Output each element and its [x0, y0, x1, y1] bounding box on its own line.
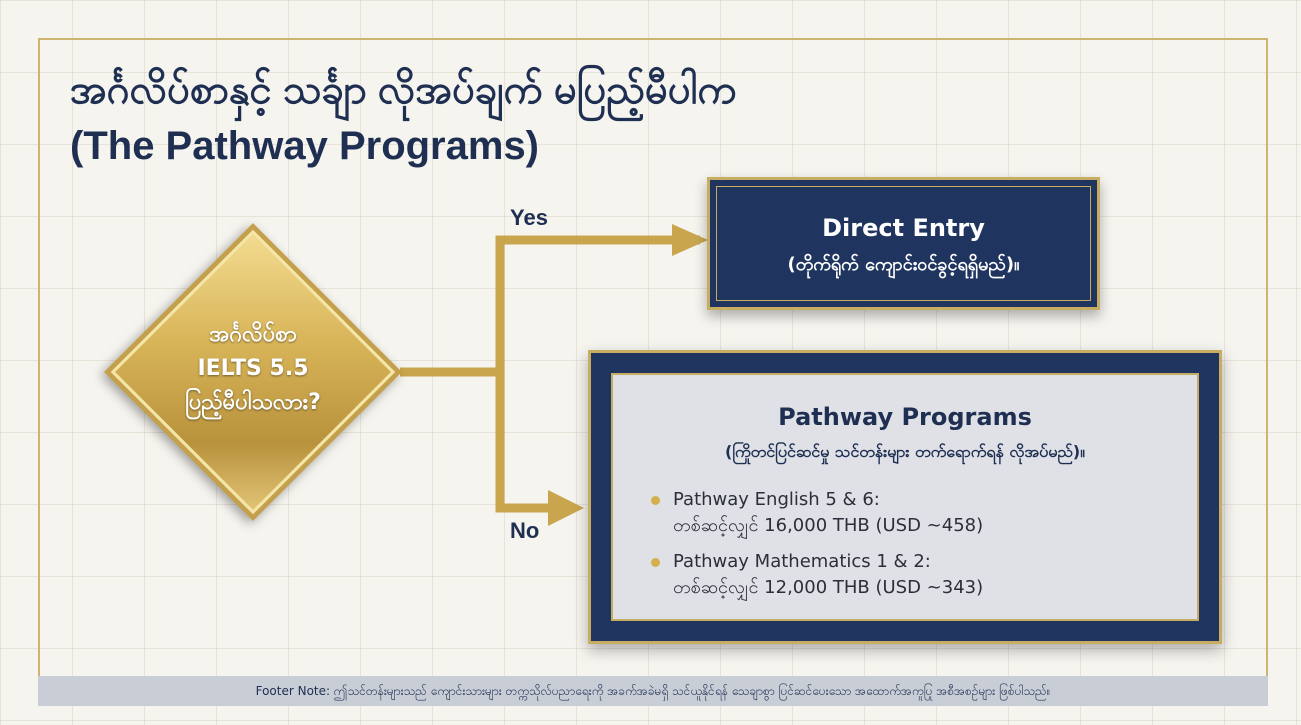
no-connector [495, 372, 555, 513]
yes-connector [400, 235, 700, 377]
title-line-2: (The Pathway Programs) [70, 124, 540, 168]
pathway-item-price: တစ်ဆင့်လျှင် 16,000 THB (USD ~458) [673, 515, 984, 536]
footer-bar: Footer Note: ဤသင်တန်းများသည် ကျောင်းသားမ… [38, 676, 1268, 706]
decision-text: အင်္ဂလိပ်စာ IELTS 5.5 ပြည့်မီပါသလား? [143, 318, 363, 420]
list-item: Pathway English 5 & 6: တစ်ဆင့်လျှင် 16,0… [649, 487, 1189, 539]
footer-note: Footer Note: ဤသင်တန်းများသည် ကျောင်းသားမ… [255, 684, 1051, 698]
bullet-icon [651, 558, 660, 567]
decision-line-1: အင်္ဂလိပ်စာ [209, 322, 297, 347]
pathway-title: Pathway Programs [778, 403, 1032, 431]
direct-entry-inner-border [716, 186, 1091, 301]
bullet-icon [651, 496, 660, 505]
pathway-list: Pathway English 5 & 6: တစ်ဆင့်လျှင် 16,0… [649, 487, 1189, 611]
decision-line-3: ပြည့်မီပါသလား? [185, 390, 321, 415]
pathway-item-name: Pathway English 5 & 6: [673, 489, 880, 510]
pathway-item-name: Pathway Mathematics 1 & 2: [673, 551, 931, 572]
direct-entry-box: Direct Entry (တိုက်ရိုက် ကျောင်းဝင်ခွင့်… [707, 177, 1100, 310]
no-arrowhead [548, 490, 584, 526]
decision-line-2: IELTS 5.5 [197, 356, 309, 381]
yes-label: Yes [510, 205, 548, 230]
pathway-programs-box: Pathway Programs (ကြိုတင်ပြင်ဆင်မှု သင်တ… [588, 350, 1222, 644]
title-line-1: အင်္ဂလိပ်စာနှင့် သင်္ချာ လိုအပ်ချက် မပြည… [70, 68, 737, 112]
page-title: အင်္ဂလိပ်စာနှင့် သင်္ချာ လိုအပ်ချက် မပြည… [70, 62, 970, 174]
pathway-item-price: တစ်ဆင့်လျှင် 12,000 THB (USD ~343) [673, 577, 984, 598]
direct-entry-subtitle: (တိုက်ရိုက် ကျောင်းဝင်ခွင့်ရရှိမည်)။ [787, 254, 1020, 275]
direct-entry-title: Direct Entry [822, 214, 985, 242]
no-label: No [510, 518, 540, 543]
pathway-subtitle: (ကြိုတင်ပြင်ဆင်မှု သင်တန်းများ တက်ရောက်ရ… [725, 442, 1085, 461]
pathway-inner-panel: Pathway Programs (ကြိုတင်ပြင်ဆင်မှု သင်တ… [611, 373, 1199, 621]
yes-arrowhead [672, 224, 708, 256]
list-item: Pathway Mathematics 1 & 2: တစ်ဆင့်လျှင် … [649, 549, 1189, 601]
